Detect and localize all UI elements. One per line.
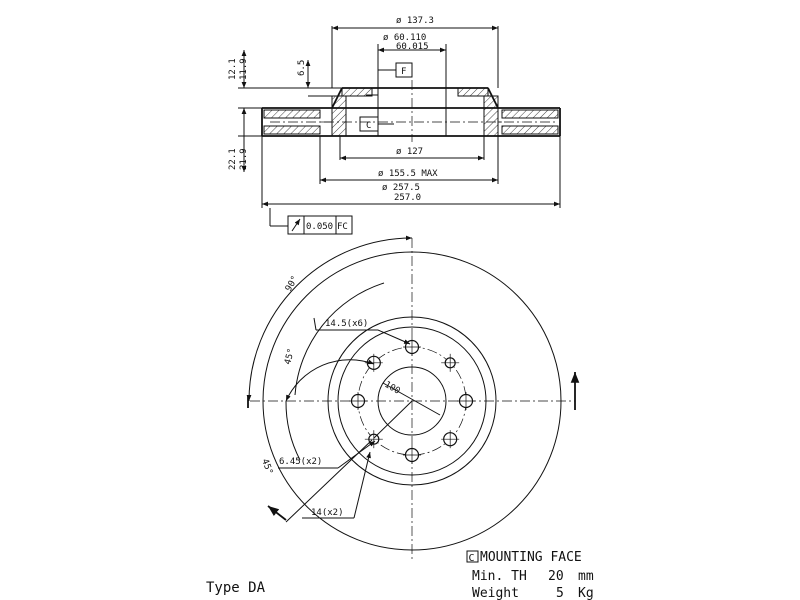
runout-arrow-icon <box>291 218 301 232</box>
runout-value-label: 0.050 <box>306 222 333 232</box>
mounting-face-label: MOUNTING FACE <box>480 550 582 565</box>
max-dia-label: ø 155.5 MAX <box>378 169 438 179</box>
angle-45-top-label: 45° <box>283 347 297 365</box>
bore-upper-label: ø 60.110 <box>383 33 426 43</box>
hole-6-label: 14.5(x6) <box>325 319 368 329</box>
outer-top-dia-label: ø 137.3 <box>396 16 434 26</box>
thick-a-label: 22.1 <box>228 148 238 170</box>
step-label: 6.5 <box>297 60 307 76</box>
min-th-value: 20 <box>548 569 564 584</box>
height-b-label: 11.9 <box>239 58 249 80</box>
front-view: 90° 45° 45° 14.5(x6) 100 6.45(x2) 14(x2) <box>246 235 580 560</box>
datum-f-label: F <box>401 67 406 77</box>
hole-14-label: 14(x2) <box>311 508 344 518</box>
mounting-face-marker: C <box>469 553 475 564</box>
min-th-unit: mm <box>578 569 594 584</box>
angle-45-bottom-label: 45° <box>259 458 274 477</box>
height-a-label: 12.1 <box>228 58 238 80</box>
weight-label: Weight <box>472 586 519 600</box>
outer-dia-lower-label: 257.0 <box>394 193 421 203</box>
section-view: ø 137.3 ø 60.110 60.015 F C 12.1 11.9 6.… <box>228 16 561 235</box>
type-label: Type DA <box>206 580 266 596</box>
datum-c-label: C <box>366 121 371 131</box>
notes-block: C MOUNTING FACE Min. TH 20 mm Weight 5 K… <box>206 550 594 600</box>
inner-dia-label: ø 127 <box>396 147 423 157</box>
outer-dia-upper-label: ø 257.5 <box>382 183 420 193</box>
rotation-arrow-left-icon <box>267 505 287 521</box>
min-th-label: Min. TH <box>472 569 527 584</box>
weight-unit: Kg <box>578 586 594 600</box>
mounting-face-marker-box <box>466 550 479 563</box>
bore-lower-label: 60.015 <box>396 42 429 52</box>
weight-value: 5 <box>556 586 564 600</box>
thick-b-label: 21.9 <box>239 148 249 170</box>
hole-2-label: 6.45(x2) <box>279 457 322 467</box>
runout-datum-label: FC <box>337 222 348 232</box>
pcd-label: 100 <box>383 380 402 397</box>
